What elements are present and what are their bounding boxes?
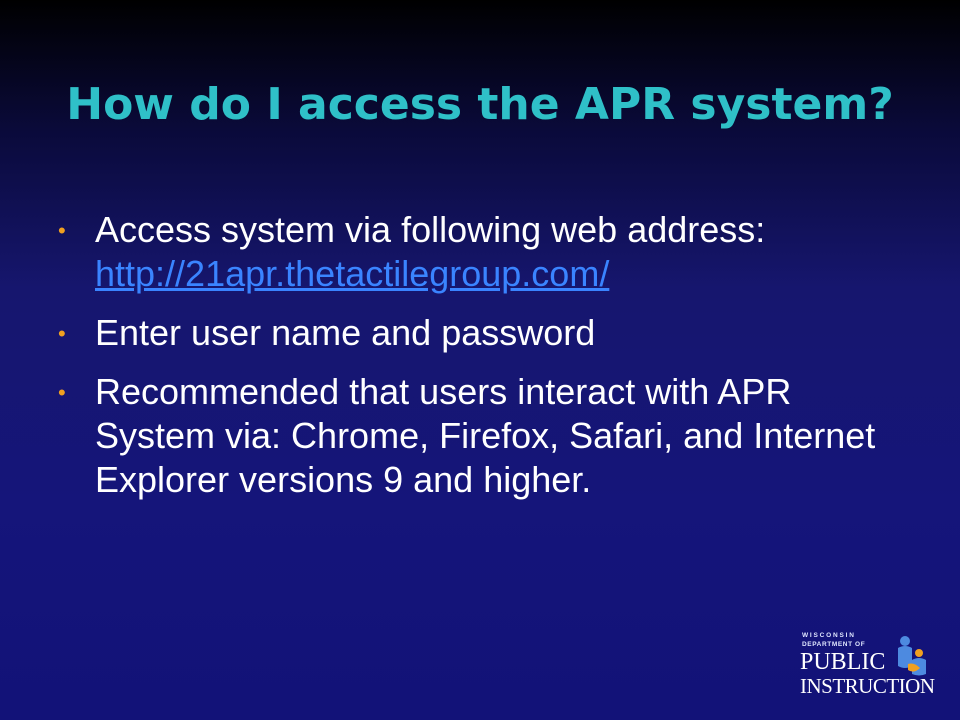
- apr-web-address-link[interactable]: http://21apr.thetactilegroup.com/: [95, 253, 610, 294]
- dpi-logo: WISCONSIN DEPARTMENT OF PUBLIC INSTRUCTI…: [798, 630, 935, 702]
- bullet-item-browsers: • Recommended that users interact with A…: [58, 370, 918, 502]
- logo-line-department: DEPARTMENT OF: [802, 641, 866, 648]
- bullet-list: • Access system via following web addres…: [58, 208, 918, 517]
- logo-line-wisconsin: WISCONSIN: [802, 632, 856, 639]
- bullet-marker: •: [58, 380, 66, 405]
- bullet-text: Access system via following web address:: [95, 209, 766, 250]
- bullet-text: Enter user name and password: [95, 312, 596, 353]
- bullet-marker: •: [58, 218, 66, 243]
- logo-line-instruction: INSTRUCTION: [800, 674, 935, 698]
- slide-title: How do I access the APR system?: [66, 79, 894, 130]
- bullet-text: Recommended that users interact with APR…: [95, 371, 876, 500]
- bullet-item-web-address: • Access system via following web addres…: [58, 208, 918, 296]
- logo-line-public: PUBLIC: [800, 649, 886, 675]
- logo-figures-icon: [898, 636, 926, 676]
- bullet-marker: •: [58, 321, 66, 346]
- bullet-item-credentials: • Enter user name and password: [58, 311, 918, 355]
